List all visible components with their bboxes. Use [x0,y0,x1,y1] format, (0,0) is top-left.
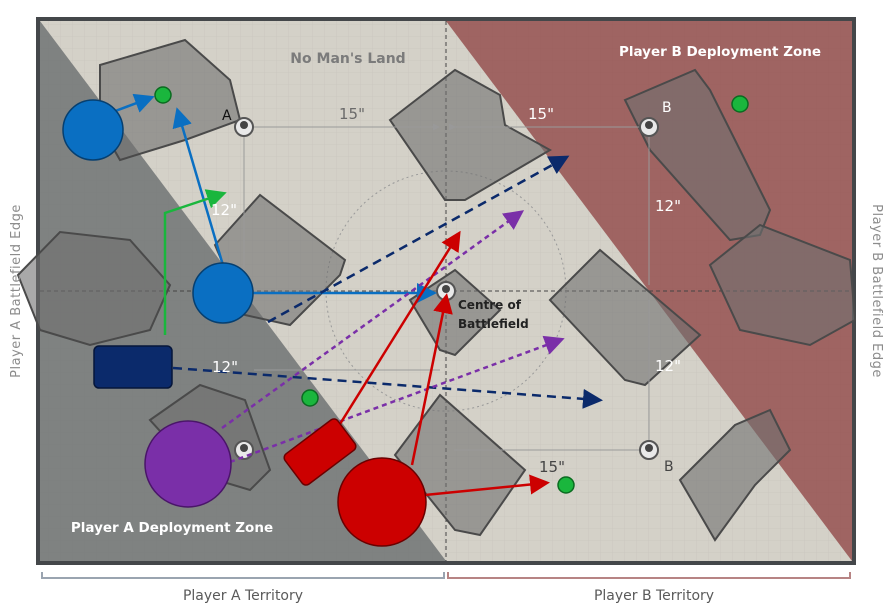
objective-markers [234,117,659,460]
player-b-edge-label: Player B Battlefield Edge [869,204,884,378]
arrow-red-2 [410,293,453,466]
unit-red-large[interactable] [337,457,427,547]
arrow-red-1 [328,230,461,441]
ruin-top-centre [388,68,553,201]
unit-blue-1[interactable] [62,99,124,161]
centre-label-line2: Battlefield [458,317,529,331]
arrow-red-3 [424,474,550,497]
territory-a-bracket [41,572,445,579]
arrow-purple-2 [229,335,565,464]
measure-bottom-right-h: 15" [539,458,565,476]
movement-arrows [109,93,603,497]
arrow-blue-2 [172,107,224,263]
objective-skull-a-bottom [234,440,254,460]
objective-skull-b-top [639,117,659,137]
green-tokens [154,86,749,494]
green-token-2 [731,95,749,113]
objective-skull-centre [436,281,456,301]
player-a-zone-label: Player A Deployment Zone [71,520,273,536]
measure-top-left: 15" [339,105,365,123]
unit-red-vehicle[interactable] [282,417,358,487]
no-mans-land-label: No Man's Land [290,51,405,67]
ruin-mid-right [548,248,702,387]
ruin-top-right [623,68,772,242]
player-a-units[interactable] [62,99,254,508]
player-b-zone-label: Player B Deployment Zone [619,44,821,60]
measure-bottom-left-h: 12" [212,358,238,376]
green-token-1 [154,86,172,104]
unit-purple[interactable] [144,420,232,508]
measure-bottom-right-v: 12" [655,357,681,375]
arrow-purple-1 [221,210,525,430]
green-token-4 [557,476,575,494]
player-b-units[interactable] [282,417,427,547]
unit-navy-vehicle[interactable] [93,345,173,389]
unit-blue-2[interactable] [192,262,254,324]
green-token-3 [301,389,319,407]
player-a-edge-label: Player A Battlefield Edge [9,204,24,378]
arrow-navy-2 [172,366,603,409]
ruin-left-solid [16,230,172,347]
measure-top-right: 15" [528,105,554,123]
territory-b-bracket [447,572,851,579]
arrow-navy-1 [267,155,570,324]
objective-letter-b-top: B [662,100,672,116]
territory-b-label: Player B Territory [594,588,714,604]
arrow-green [163,189,227,335]
measure-right-vertical: 12" [655,197,681,215]
objective-skull-a-top [234,117,254,137]
objective-letter-b-bottom: B [664,459,674,475]
territory-a-label: Player A Territory [183,588,303,604]
ruin-bottom-right [678,408,792,542]
ruin-right-solid [708,223,857,347]
objective-skull-b-bottom [639,440,659,460]
territory-brackets [41,572,851,579]
ruin-bottom-centre [393,393,527,537]
centre-label-line1: Centre of [458,298,522,312]
objective-letter-a: A [222,108,232,124]
measure-left-vertical: 12" [211,201,237,219]
measurement-lines [240,123,650,451]
